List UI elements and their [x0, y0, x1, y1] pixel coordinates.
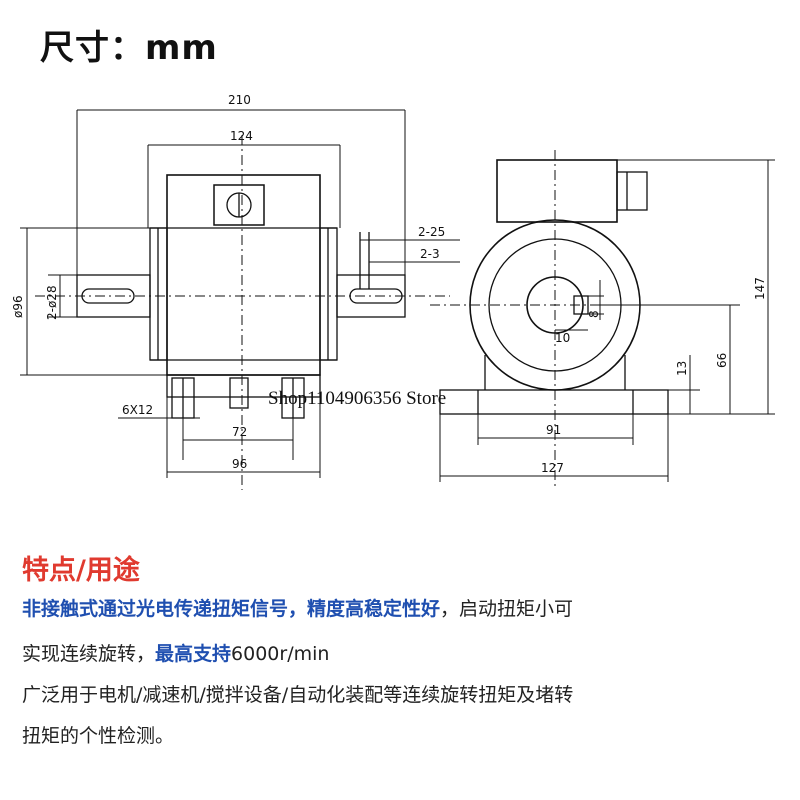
feature-line-2-rest: 6000r/min: [231, 643, 330, 665]
dim-6x12: 6X12: [122, 403, 153, 417]
side-dimensions: [439, 159, 775, 482]
feature-line-1-highlight: 非接触式通过光电传递扭矩信号，精度高稳定性好: [22, 598, 441, 620]
feature-line-4: 扭矩的个性检测。: [22, 725, 175, 747]
dim-91: 91: [546, 423, 561, 437]
store-watermark: Shop1104906356 Store: [268, 388, 447, 409]
feature-line-2: 实现连续旋转，最高支持6000r/min: [22, 643, 329, 665]
feature-line-1: 非接触式通过光电传递扭矩信号，精度高稳定性好，启动扭矩小可: [22, 598, 573, 620]
feature-line-2-start: 实现连续旋转，: [22, 643, 156, 665]
dim-2-3: 2-3: [420, 247, 440, 261]
features-title: 特点/用途: [22, 555, 140, 586]
dim-2-dia28: 2-ø28: [45, 285, 59, 320]
dim-147: 147: [753, 277, 767, 300]
dim-10: 10: [555, 331, 570, 345]
dim-66: 66: [715, 353, 729, 368]
front-dimensions: [20, 109, 460, 478]
dimension-labels: 210 124 2-25 2-3 ø96 2-ø28 6X12 72 96 91…: [11, 93, 767, 475]
dim-8: 8: [587, 310, 601, 318]
dim-96: 96: [232, 457, 247, 471]
technical-drawing: 210 124 2-25 2-3 ø96 2-ø28 6X12 72 96 91…: [11, 93, 775, 490]
dim-dia96: ø96: [11, 295, 25, 318]
dim-13: 13: [675, 361, 689, 376]
dim-210: 210: [228, 93, 251, 107]
page-title: 尺寸：mm: [40, 28, 218, 68]
dim-72: 72: [232, 425, 247, 439]
dim-2-25: 2-25: [418, 225, 445, 239]
feature-line-3: 广泛用于电机/减速机/搅拌设备/自动化装配等连续旋转扭矩及堵转: [22, 684, 574, 706]
feature-line-2-highlight: 最高支持: [155, 643, 232, 665]
dim-127: 127: [541, 461, 564, 475]
dim-124: 124: [230, 129, 253, 143]
feature-line-1-rest: ，启动扭矩小可: [440, 598, 574, 620]
side-view: [430, 150, 700, 490]
